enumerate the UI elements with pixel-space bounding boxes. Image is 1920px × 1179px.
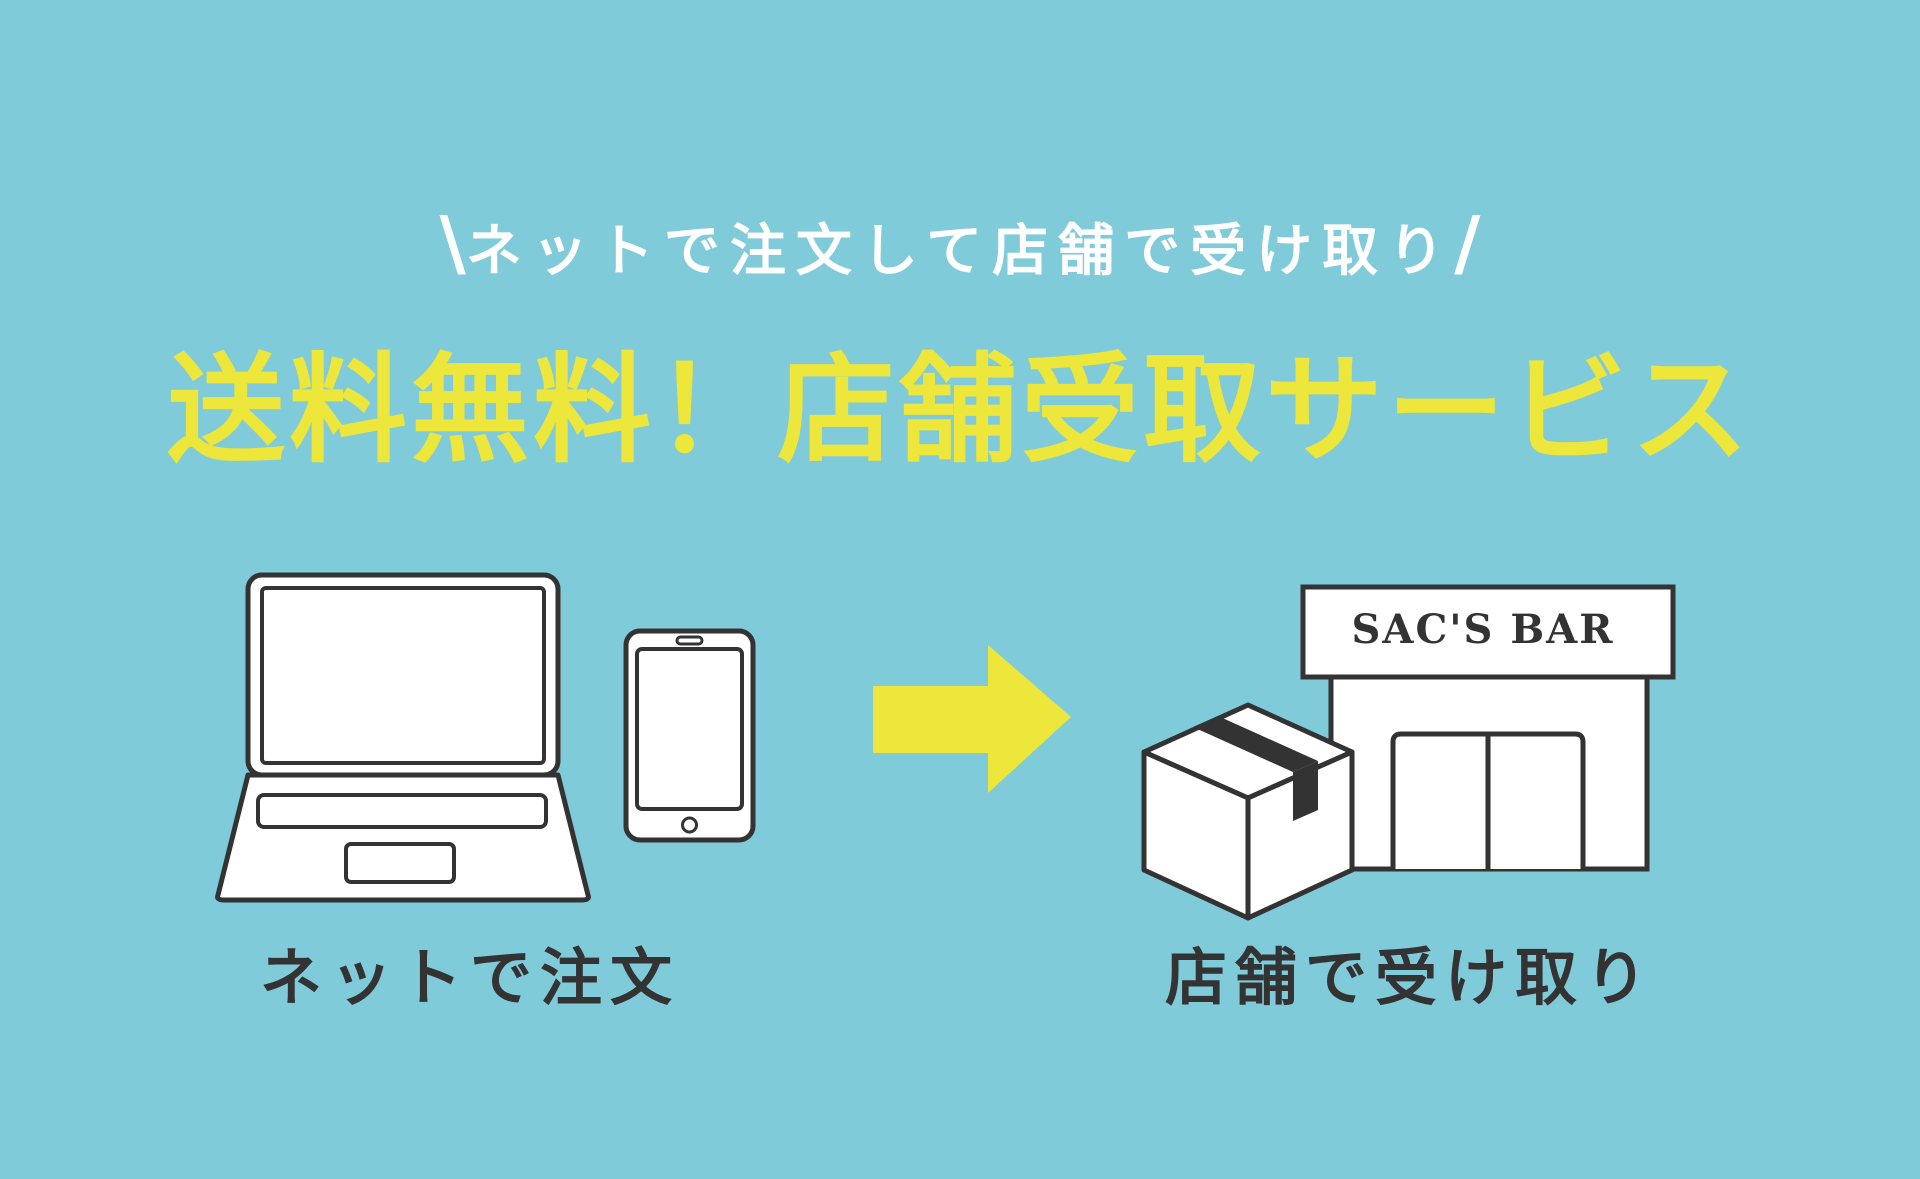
package-icon	[1141, 702, 1355, 921]
arrow-right-icon	[873, 645, 1071, 793]
store-sign: SAC'S BAR	[1351, 606, 1615, 653]
slash-left: \	[439, 201, 466, 285]
laptop-icon	[215, 572, 591, 903]
subtitle: \ネットで注文して店舗で受け取り/	[0, 200, 1920, 297]
order-label: ネットで注文	[260, 941, 681, 1014]
subtitle-text: ネットで注文して店舗で受け取り	[465, 219, 1455, 284]
pickup-label: 店舗で受け取り	[1164, 941, 1655, 1014]
slash-right: /	[1454, 201, 1481, 285]
headline: 送料無料！店舗受取サービス	[166, 341, 1753, 479]
store-icon	[1300, 584, 1676, 872]
smartphone-icon	[623, 628, 756, 843]
